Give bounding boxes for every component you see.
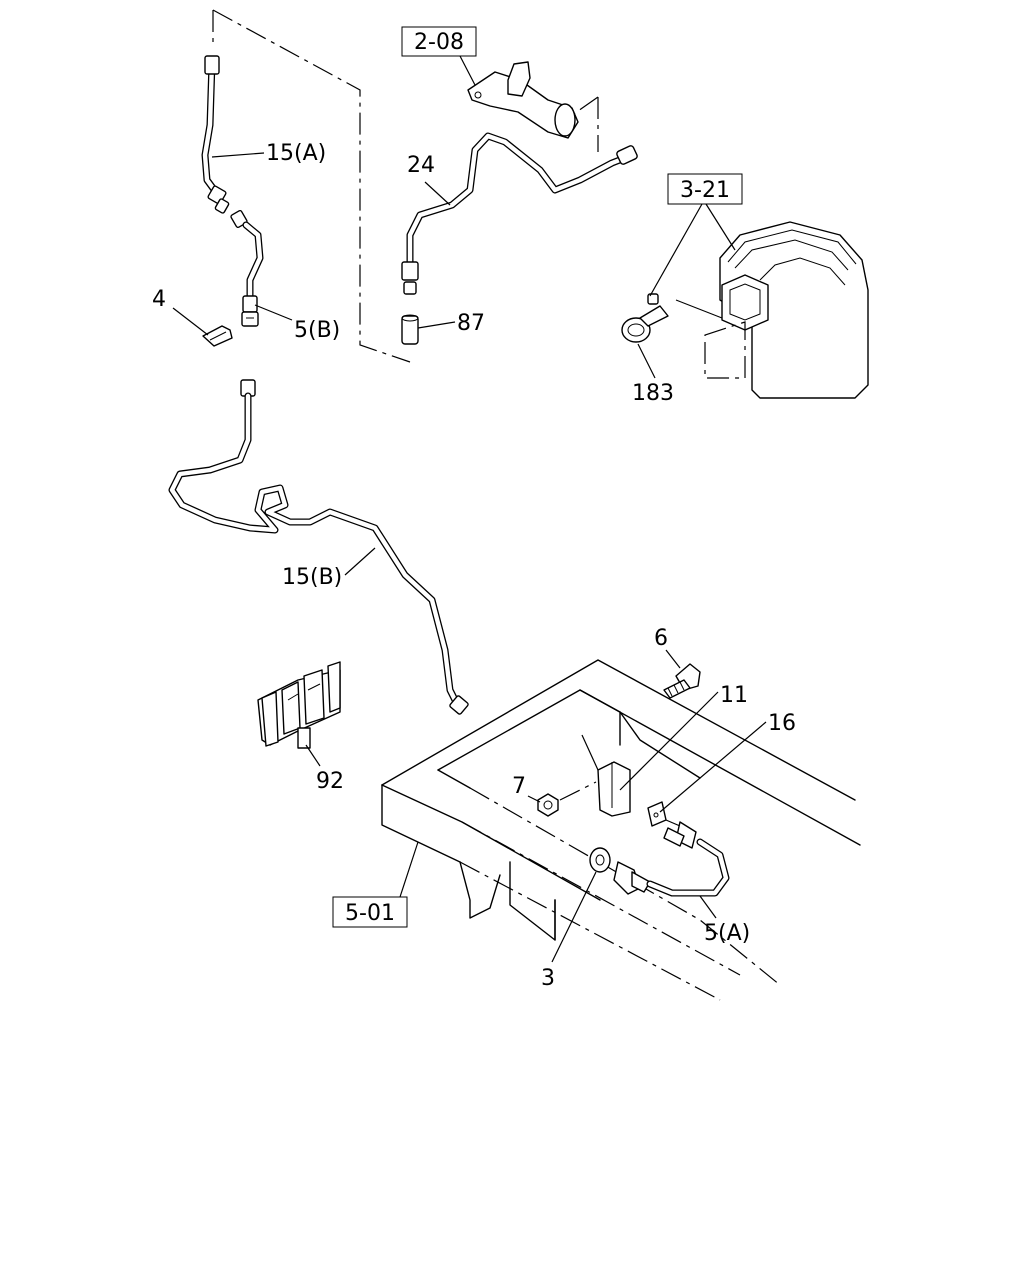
label-4: 4 — [152, 287, 209, 336]
svg-text:15(B): 15(B) — [282, 565, 342, 590]
clip-92 — [257, 661, 341, 749]
ref-box-3-21: 3-21 — [649, 173, 743, 297]
ref-label-5-01: 5-01 — [345, 901, 395, 926]
pipe-15b — [168, 379, 469, 715]
svg-text:87: 87 — [457, 311, 485, 336]
label-16: 16 — [659, 711, 796, 813]
hose-15a — [201, 55, 230, 214]
label-92: 92 — [305, 744, 344, 794]
nut-7 — [537, 781, 597, 817]
svg-text:16: 16 — [768, 711, 796, 736]
svg-text:24: 24 — [407, 153, 435, 178]
label-87: 87 — [417, 311, 485, 336]
master-cylinder — [467, 61, 579, 139]
reservoir — [675, 221, 869, 399]
hose-5a — [613, 821, 730, 897]
label-3: 3 — [541, 871, 597, 991]
pipe-24 — [401, 132, 638, 295]
dashed-connection-lines — [212, 9, 599, 363]
ref-box-2-08: 2-08 — [401, 26, 477, 86]
ref-label-2-08: 2-08 — [414, 30, 464, 55]
label-11: 11 — [619, 683, 748, 791]
svg-text:11: 11 — [720, 683, 748, 708]
svg-text:3: 3 — [541, 966, 555, 991]
label-5b: 5(B) — [254, 304, 340, 343]
label-24: 24 — [407, 153, 451, 206]
washer-3 — [589, 847, 611, 873]
svg-text:5(B): 5(B) — [294, 318, 340, 343]
svg-text:183: 183 — [632, 381, 674, 406]
svg-text:92: 92 — [316, 769, 344, 794]
label-5a: 5(A) — [699, 895, 750, 946]
label-15a: 15(A) — [211, 141, 326, 166]
clip-16 — [647, 801, 681, 827]
svg-text:7: 7 — [512, 774, 526, 799]
ref-box-5-01: 5-01 — [332, 841, 419, 928]
ref-label-3-21: 3-21 — [680, 178, 730, 203]
label-15b: 15(B) — [282, 547, 376, 590]
bracket-11 — [581, 734, 631, 817]
label-7: 7 — [512, 774, 541, 803]
bolt-6 — [663, 663, 701, 699]
clip-4 — [202, 325, 233, 347]
label-6: 6 — [654, 626, 681, 669]
hose-5b — [230, 209, 264, 327]
label-183: 183 — [632, 343, 674, 406]
svg-text:6: 6 — [654, 626, 668, 651]
sleeve-87 — [401, 314, 419, 345]
svg-text:15(A): 15(A) — [266, 141, 326, 166]
svg-text:5(A): 5(A) — [704, 921, 750, 946]
svg-text:4: 4 — [152, 287, 166, 312]
clamp-183 — [621, 293, 669, 343]
chassis-frame — [381, 659, 861, 1001]
